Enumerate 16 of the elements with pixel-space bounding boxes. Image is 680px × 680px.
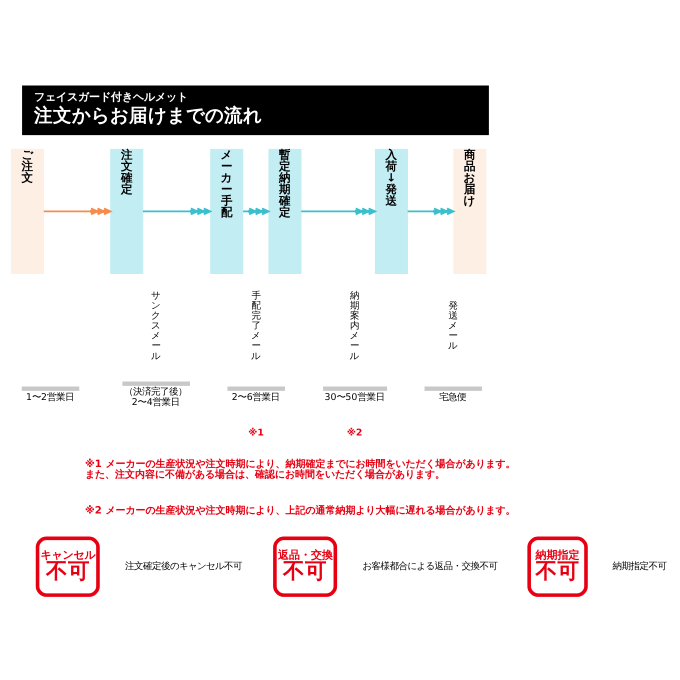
node-label: 納期指定不可 <box>612 560 667 572</box>
label: （決済完了後） 2〜4営業日 <box>124 386 187 408</box>
label: 1〜2営業日 <box>26 391 74 402</box>
label: ※1 メーカーの生産状況や注文時期により、納期確定までにお時間をいただく場合があります。また、注文内容に不備がある場合は、確認にお時間をいただく場合があります。 <box>85 458 516 480</box>
label: サンクスメール <box>151 290 161 362</box>
label: 発送メール <box>448 300 458 352</box>
label: ※2 <box>346 427 362 438</box>
node-label: 注文確定後のキャンセル不可 <box>124 560 242 572</box>
label: 2〜6営業日 <box>232 391 280 402</box>
label: 納期案内メール <box>350 290 360 362</box>
label: 宅急便 <box>439 391 466 402</box>
label: ※2 メーカーの生産状況や注文時期により、上記の通常納期より大幅に遅れる場合があります。 <box>85 504 516 516</box>
label: 30〜50営業日 <box>324 391 384 402</box>
node-label: お客様都合による返品・交換不可 <box>362 560 498 572</box>
label: 手配完了メール <box>251 290 261 362</box>
label: ※1 <box>248 427 264 438</box>
